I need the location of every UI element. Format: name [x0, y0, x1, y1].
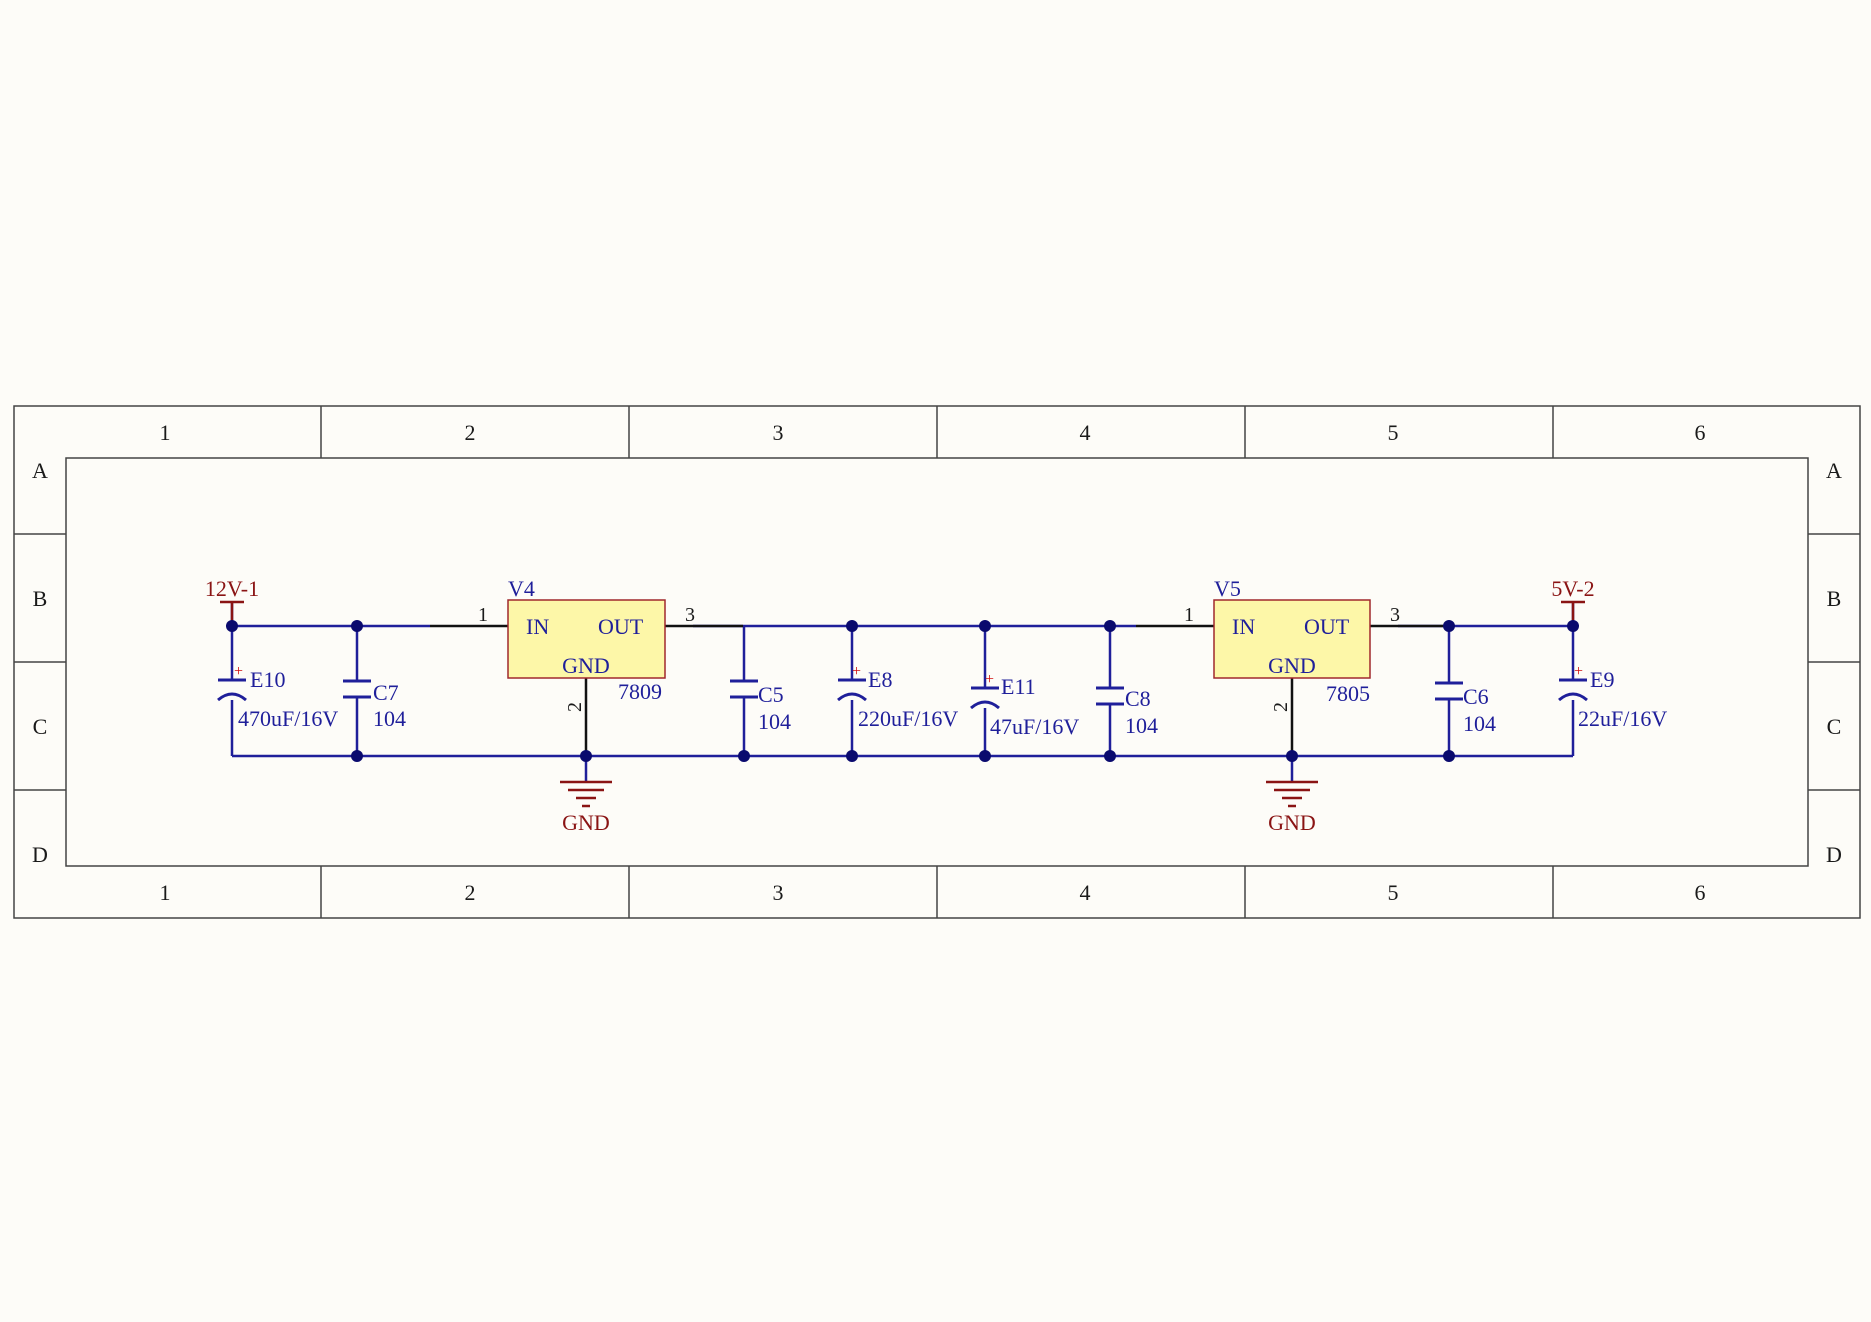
capacitor-e10-ref: E10	[250, 667, 285, 692]
row-label-left-b: B	[33, 586, 48, 611]
ground-symbol-left	[560, 780, 612, 808]
col-label-top-5: 5	[1388, 420, 1399, 445]
col-label-top-4: 4	[1080, 420, 1091, 445]
junction-dot	[979, 620, 991, 632]
regulator-v5-pin-out: 3	[1390, 604, 1400, 626]
col-label-bottom-1: 1	[160, 880, 171, 905]
frame-labels: 1 2 3 4 5 6 1 2 3 4 5 6 A B C D A B C D	[32, 420, 1842, 905]
capacitor-e11-ref: E11	[1001, 674, 1036, 699]
regulator-v4-pin-out: 3	[685, 604, 695, 626]
regulator-v5-ref: V5	[1214, 576, 1241, 601]
col-label-top-1: 1	[160, 420, 171, 445]
regulator-v4-in-label: IN	[526, 614, 549, 639]
capacitor-c5-value: 104	[758, 709, 791, 734]
regulator-v4-out-label: OUT	[598, 614, 644, 639]
junction-dot	[846, 620, 858, 632]
regulator-v5-pin-in: 1	[1184, 604, 1194, 626]
capacitor-e11-value: 47uF/16V	[990, 714, 1079, 739]
junction-dot	[1443, 750, 1455, 762]
regulator-v4-gnd-label: GND	[562, 653, 610, 678]
junction-dot	[979, 750, 991, 762]
power-label-12v: 12V-1	[205, 576, 259, 601]
power-port-5v: 5V-2	[1551, 576, 1595, 626]
regulator-v5-part: 7805	[1326, 681, 1370, 706]
capacitor-c5-ref: C5	[758, 682, 784, 707]
ground-label-left: GND	[562, 810, 610, 835]
capacitor-symbols	[217, 678, 1588, 710]
regulator-v4-part: 7809	[618, 679, 662, 704]
row-label-right-c: C	[1827, 714, 1842, 739]
capacitor-e8-value: 220uF/16V	[858, 706, 958, 731]
col-label-bottom-4: 4	[1080, 880, 1091, 905]
wires	[230, 602, 1575, 782]
capacitor-c8-value: 104	[1125, 713, 1158, 738]
regulator-v4-pin-in: 1	[478, 604, 488, 626]
row-label-left-d: D	[32, 842, 48, 867]
capacitor-c6-ref: C6	[1463, 684, 1489, 709]
row-label-left-a: A	[32, 458, 48, 483]
pin-wires	[430, 624, 1448, 756]
row-label-right-b: B	[1827, 586, 1842, 611]
regulator-v4-ref: V4	[508, 576, 535, 601]
capacitor-e8-plus: +	[852, 663, 861, 680]
junction-dot	[351, 750, 363, 762]
capacitor-e10-plus: +	[234, 663, 243, 680]
capacitor-c7-ref: C7	[373, 680, 399, 705]
capacitor-labels: + E10 470uF/16V C7 104 C5 104 + E8 220uF…	[234, 663, 1667, 739]
regulator-v5-gnd-label: GND	[1268, 653, 1316, 678]
regulator-v5: V5 IN OUT GND 7805 1 3 2	[1184, 576, 1400, 712]
col-label-bottom-5: 5	[1388, 880, 1399, 905]
drawing-frame	[13, 405, 1861, 919]
junction-dot	[226, 620, 238, 632]
power-label-5v: 5V-2	[1551, 576, 1594, 601]
regulator-v5-in-label: IN	[1232, 614, 1255, 639]
capacitor-e9-value: 22uF/16V	[1578, 706, 1667, 731]
capacitor-e11-plus: +	[985, 671, 994, 688]
col-label-bottom-2: 2	[465, 880, 476, 905]
capacitor-e8-ref: E8	[868, 667, 892, 692]
power-port-12v: 12V-1	[205, 576, 259, 626]
junction-dot	[580, 750, 592, 762]
regulator-v4-pin-gnd: 2	[564, 702, 586, 712]
capacitor-c6-value: 104	[1463, 711, 1496, 736]
junction-dot	[738, 750, 750, 762]
junction-dot	[1567, 620, 1579, 632]
ground-label-right: GND	[1268, 810, 1316, 835]
junction-dot	[1104, 750, 1116, 762]
col-label-bottom-6: 6	[1695, 880, 1706, 905]
junction-dot	[1443, 620, 1455, 632]
capacitor-e9-plus: +	[1574, 663, 1583, 680]
junction-dot	[1286, 750, 1298, 762]
col-label-top-3: 3	[773, 420, 784, 445]
junction-dot	[1104, 620, 1116, 632]
regulator-v5-out-label: OUT	[1304, 614, 1350, 639]
row-label-left-c: C	[33, 714, 48, 739]
col-label-top-6: 6	[1695, 420, 1706, 445]
capacitor-e9-ref: E9	[1590, 667, 1614, 692]
ground-symbol-right	[1266, 780, 1318, 808]
col-label-top-2: 2	[465, 420, 476, 445]
junction-dot	[846, 750, 858, 762]
row-label-right-d: D	[1826, 842, 1842, 867]
capacitor-c8-ref: C8	[1125, 686, 1151, 711]
junctions	[226, 620, 1579, 762]
junction-dot	[351, 620, 363, 632]
regulator-v5-pin-gnd: 2	[1270, 702, 1292, 712]
regulator-v4: V4 IN OUT GND 7809 1 3 2	[478, 576, 695, 712]
capacitor-e10-value: 470uF/16V	[238, 706, 338, 731]
row-label-right-a: A	[1826, 458, 1842, 483]
capacitor-c7-value: 104	[373, 706, 406, 731]
col-label-bottom-3: 3	[773, 880, 784, 905]
